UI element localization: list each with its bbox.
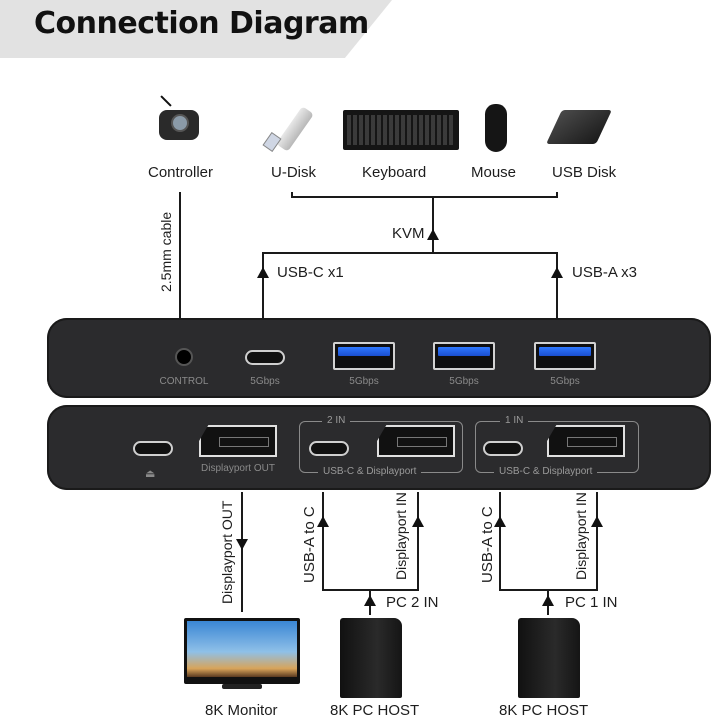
peripheral-label-udisk: U-Disk (271, 164, 316, 181)
pc2-usb-c-port[interactable] (309, 441, 349, 456)
usb-c-label: USB-C x1 (277, 264, 344, 281)
peripheral-label-keyboard: Keyboard (362, 164, 427, 181)
title-banner (0, 0, 392, 58)
usb-c-port[interactable] (245, 350, 285, 365)
usb-a-arrow-icon (551, 267, 563, 278)
kvm-bus-line (291, 192, 558, 198)
pc1-dp-cable-label: Displayport IN (573, 492, 589, 580)
pc2-dp-cable-label: Displayport IN (393, 492, 409, 580)
port-label-usbc: 5Gbps (250, 376, 280, 387)
pc1-usb-cable-label: USB-A to C (479, 506, 496, 583)
power-usb-c-port[interactable] (133, 441, 173, 456)
power-plug-icon: ⏏ (145, 468, 156, 480)
pc-tower-icon (340, 618, 402, 698)
group-1-title: 1 IN (500, 415, 529, 426)
pc1-arrow-icon (542, 595, 554, 606)
cable-label: 2.5mm cable (158, 211, 174, 292)
group-2-label: USB-C & Displayport (318, 466, 422, 477)
page-title: Connection Diagram (34, 6, 369, 41)
host-label-pc2: 8K PC HOST (330, 702, 420, 719)
usb-a-port-2[interactable] (433, 342, 495, 370)
pc1-dp-arrow-icon (591, 516, 603, 527)
usb-a-label: USB-A x3 (572, 264, 638, 281)
port-label-usba-1: 5Gbps (349, 376, 379, 387)
pc2-in-label: PC 2 IN (386, 594, 439, 611)
kvm-rear-panel: ⏏ Displayport OUT 2 IN USB-C & Displaypo… (47, 405, 711, 490)
port-label-usba-3: 5Gbps (550, 376, 580, 387)
controller-icon (155, 95, 203, 144)
peripheral-label-usb-disk: USB Disk (552, 164, 617, 181)
kvm-label: KVM (392, 225, 425, 242)
usb-c-arrow-icon (257, 267, 269, 278)
displayport-out-port[interactable] (199, 425, 277, 457)
pc1-usb-arrow-icon (494, 516, 506, 527)
dp-out-label: Displayport OUT (201, 463, 275, 474)
group-1-in: 1 IN USB-C & Displayport (475, 415, 639, 477)
usb-a-port-3[interactable] (534, 342, 596, 370)
group-1-label: USB-C & Displayport (494, 466, 598, 477)
dp-out-cable-label: Displayport OUT (219, 500, 235, 604)
control-audio-jack[interactable] (175, 348, 193, 366)
usb-a-port-1[interactable] (333, 342, 395, 370)
usb-bus-line (262, 252, 558, 318)
external-hard-drive-icon (546, 104, 612, 150)
pc2-usb-cable-label: USB-A to C (301, 506, 318, 583)
pc1-displayport-in[interactable] (547, 425, 625, 457)
usb-flash-drive-icon (262, 100, 322, 155)
peripheral-label-controller: Controller (148, 164, 214, 181)
pc2-dp-arrow-icon (412, 516, 424, 527)
port-label-usba-2: 5Gbps (449, 376, 479, 387)
pc2-displayport-in[interactable] (377, 425, 455, 457)
group-2-in: 2 IN USB-C & Displayport (299, 415, 463, 477)
monitor-icon (184, 618, 300, 690)
mouse-icon (485, 104, 507, 152)
peripheral-label-mouse: Mouse (471, 164, 517, 181)
pc2-usb-arrow-icon (317, 516, 329, 527)
pc1-in-label: PC 1 IN (565, 594, 618, 611)
kvm-front-panel: CONTROL 5Gbps 5Gbps 5Gbps 5Gbps (47, 318, 711, 398)
pc1-usb-c-port[interactable] (483, 441, 523, 456)
kvm-arrow-icon (427, 229, 439, 240)
pc2-arrow-icon (364, 595, 376, 606)
keyboard-icon (343, 110, 459, 150)
host-label-monitor: 8K Monitor (205, 702, 278, 719)
port-label-control: CONTROL (159, 376, 209, 387)
group-2-title: 2 IN (322, 415, 351, 426)
pc-tower-icon (518, 618, 580, 698)
host-label-pc1: 8K PC HOST (499, 702, 589, 719)
dp-out-arrow-icon (236, 539, 248, 550)
